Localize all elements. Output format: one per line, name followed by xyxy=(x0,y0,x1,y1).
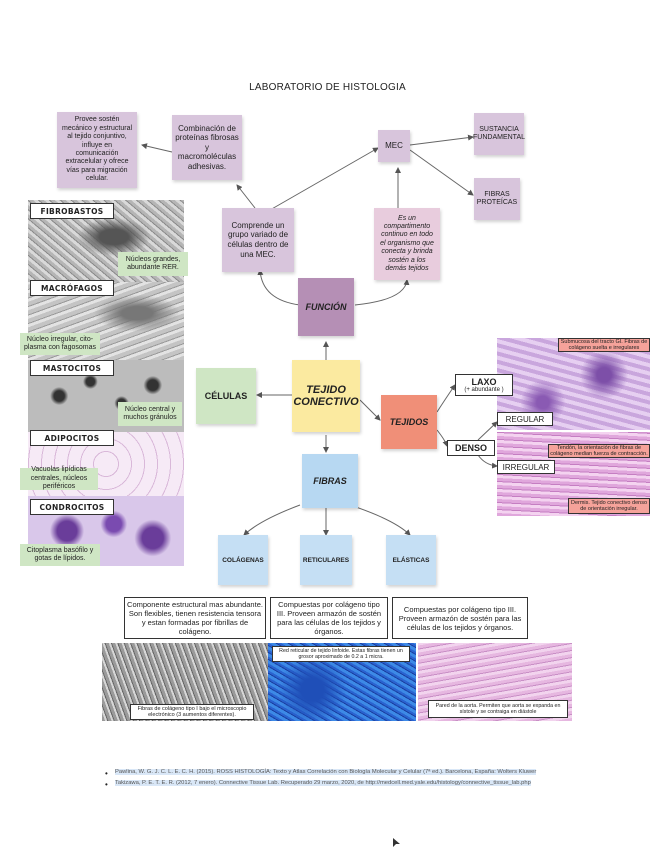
funcion-right-note: Es un compartimento continuo en todo el … xyxy=(374,208,440,280)
funcion-left-note: Comprende un grupo variado de células de… xyxy=(222,208,294,272)
denso-label: DENSO xyxy=(447,440,495,456)
fibras-proteicas-node: FIBRAS PROTEÍCAS xyxy=(474,178,520,220)
adipocitos-note: Vacuolas lipídicas centrales, núcleos pe… xyxy=(20,466,98,490)
fibroblastos-note: Núcleos grandes, abundante RER. xyxy=(118,252,188,276)
sustancia-node: SUSTANCIA FUNDAMENTAL xyxy=(473,113,525,155)
reticulares-desc: Compuestas por colágeno tipo III. Provee… xyxy=(270,597,388,639)
elasticas-desc: Compuestas por colágeno tipo III. Provee… xyxy=(392,597,528,639)
reference-item: • Pawlina, W. G. J. C. L. E. C. H. (2015… xyxy=(105,768,555,778)
laxo-sub: (+ abundante ) xyxy=(464,387,504,393)
reference-text[interactable]: Takizawa, P. E. T. E. R. (2012, 7 enero)… xyxy=(115,779,531,786)
bullet-icon: • xyxy=(105,779,108,789)
provee-note: Provee sostén mecánico y estructural al … xyxy=(57,112,137,188)
regular-caption: Tendón, la orientación de fibras de colá… xyxy=(548,444,650,458)
adipocitos-label: ADIPOCITOS xyxy=(30,430,114,446)
page-title: LABORATORIO DE HISTOLOGIA xyxy=(249,82,406,93)
irregular-caption: Dermis. Tejido conectivo denso de orient… xyxy=(568,498,650,514)
bullet-icon: • xyxy=(105,769,108,778)
condrocitos-label: CONDROCITOS xyxy=(30,499,114,515)
condrocitos-note: Citoplasma basófilo y gotas de lípidos. xyxy=(20,544,100,566)
fibroblastos-label: FIBROBASTOS xyxy=(30,203,114,219)
mastocitos-label: MASTOCITOS xyxy=(30,360,114,376)
center-node: TEJIDO CONECTIVO xyxy=(292,360,360,432)
elasticas-caption: Pared de la aorta. Permiten que aorta se… xyxy=(428,700,568,718)
celulas-node: CÉLULAS xyxy=(196,368,256,424)
mastocitos-note: Núcleo central y muchos gránulos xyxy=(118,402,182,426)
mec-node: MEC xyxy=(378,130,410,162)
tejidos-node: TEJIDOS xyxy=(381,395,437,449)
macrofagos-note: Núcleo irregular, cito-plasma con fagoso… xyxy=(20,333,100,355)
fibra-colagenas-node: COLÁGENAS xyxy=(218,535,268,585)
irregular-label: IRREGULAR xyxy=(497,460,555,474)
reticulares-caption: Red reticular de tejido linfoide. Estas … xyxy=(272,646,410,662)
laxo-caption: Submucosa del tracto GI. Fibras de colág… xyxy=(558,338,650,352)
reference-item: • Takizawa, P. E. T. E. R. (2012, 7 ener… xyxy=(105,779,555,789)
references-list: • Pawlina, W. G. J. C. L. E. C. H. (2015… xyxy=(105,768,555,789)
macrofagos-label: MACRÓFAGOS xyxy=(30,280,114,296)
colagenas-caption: Fibras de colágeno tipo I bajo el micros… xyxy=(130,704,254,720)
fibra-reticulares-node: RETICULARES xyxy=(300,535,352,585)
combo-note: Combinación de proteínas fibrosas y macr… xyxy=(172,115,242,180)
funcion-node: FUNCIÓN xyxy=(298,278,354,336)
fibras-node: FIBRAS xyxy=(302,454,358,508)
colagenas-desc: Componente estructural mas abundante. So… xyxy=(124,597,266,639)
fibra-elasticas-node: ELÁSTICAS xyxy=(386,535,436,585)
cursor-icon xyxy=(393,838,400,847)
reference-text[interactable]: Pawlina, W. G. J. C. L. E. C. H. (2015).… xyxy=(115,769,537,775)
laxo-text: LAXO xyxy=(471,377,497,387)
regular-label: REGULAR xyxy=(497,412,553,426)
laxo-label: LAXO (+ abundante ) xyxy=(455,374,513,396)
